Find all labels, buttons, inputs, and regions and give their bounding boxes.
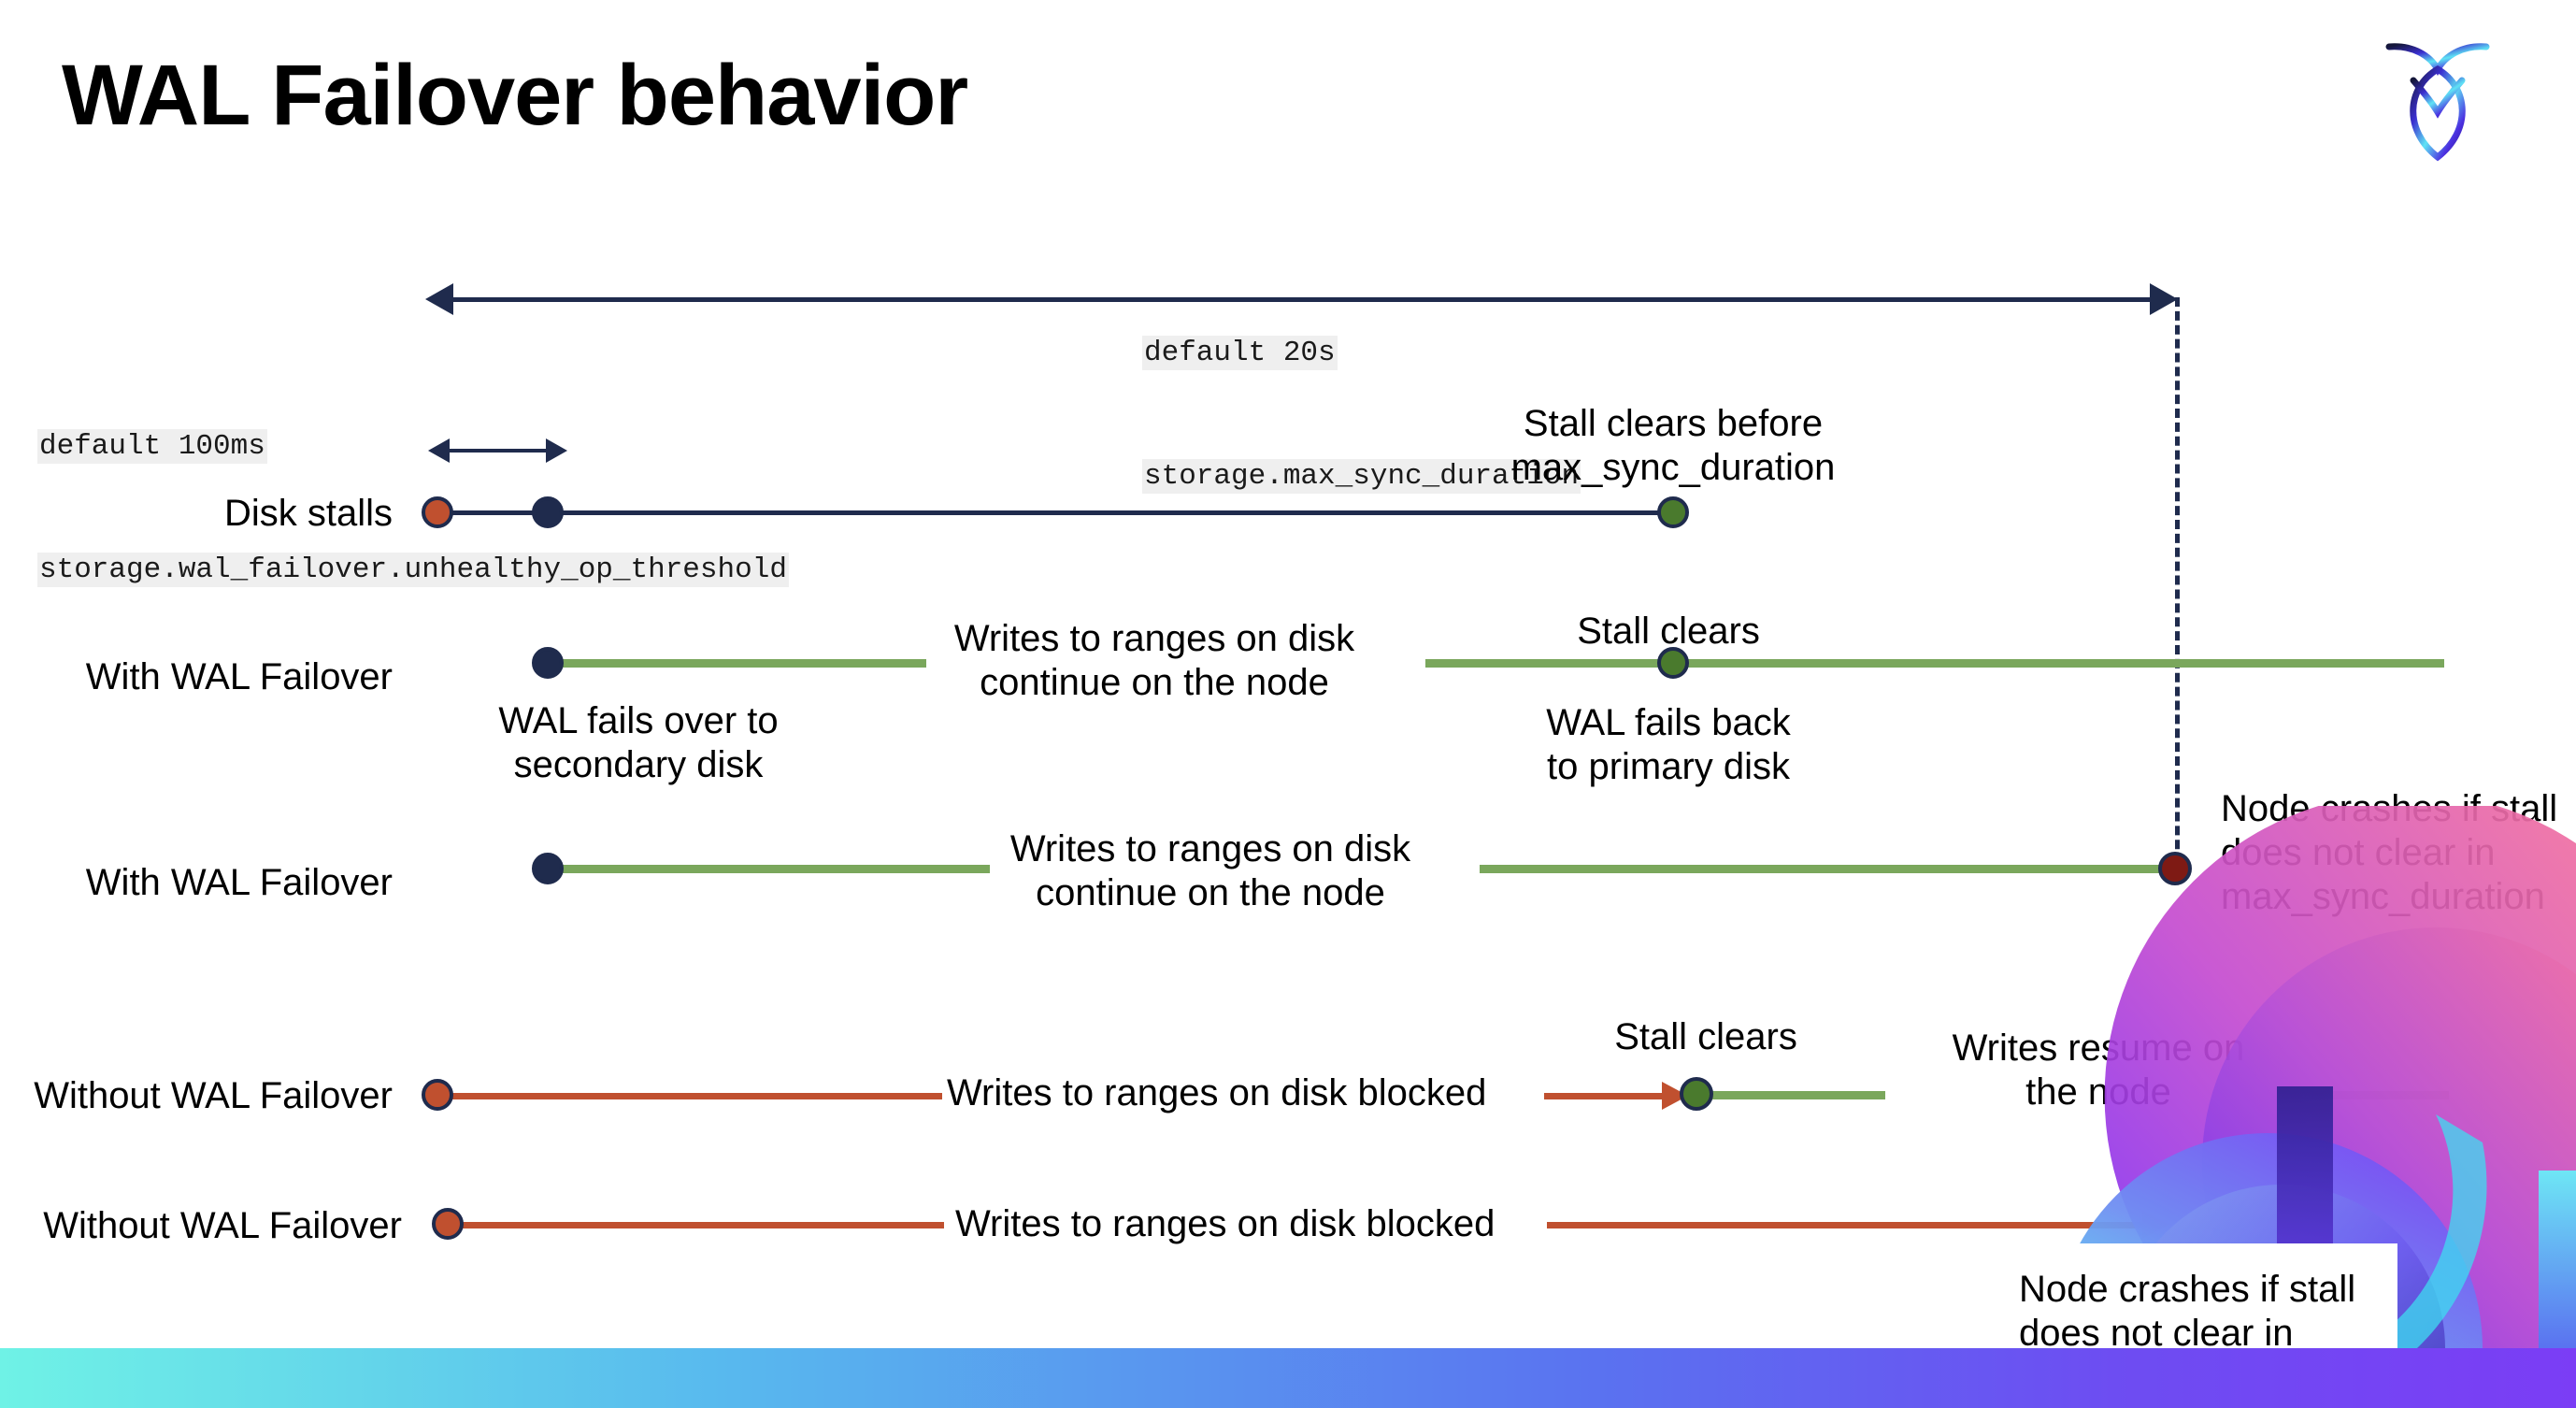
- callout-writes-blocked-2: Writes to ranges on disk blocked: [955, 1203, 1496, 1244]
- unhealthy-op-threshold-right-arrowhead: [546, 438, 567, 463]
- max-sync-duration-right-arrowhead: [2150, 283, 2178, 315]
- without-wal-failover-1-segment-c: [1711, 1091, 1885, 1099]
- without-wal-failover-1-segment-d: [2290, 1091, 2449, 1099]
- row-label-without-wal-failover-1: Without WAL Failover: [34, 1075, 393, 1116]
- without-wal-failover-2-arrowhead: [2142, 1211, 2168, 1239]
- max-sync-duration-left-arrowhead: [425, 283, 453, 315]
- with-wal-failover-1-failover-dot: [532, 647, 564, 679]
- with-wal-failover-1-segment-b: [1425, 659, 2444, 668]
- unhealthy-op-threshold-setting: storage.wal_failover.unhealthy_op_thresh…: [37, 553, 789, 587]
- without-wal-failover-1-start-dot: [422, 1079, 453, 1111]
- disk-stalls-timeline: [438, 510, 1682, 515]
- with-wal-failover-2-segment-a: [548, 865, 990, 873]
- disk-stalls-start-dot: [422, 496, 453, 528]
- callout-writes-resume: Writes resume on the node: [1952, 1027, 2245, 1113]
- row-label-with-wal-failover-2: With WAL Failover: [85, 862, 393, 903]
- annotation-max-sync-duration: default 20s storage.max_sync_duration: [1142, 251, 1581, 580]
- with-wal-failover-1-segment-a: [548, 659, 926, 668]
- row-label-with-wal-failover-1: With WAL Failover: [85, 656, 393, 697]
- unhealthy-op-threshold-default: default 100ms: [37, 429, 267, 464]
- with-wal-failover-1-clear-dot: [1657, 647, 1689, 679]
- without-wal-failover-2-segment-a: [449, 1222, 944, 1228]
- callout-stall-clears-before-max-sync: Stall clears before max_sync_duration: [1510, 403, 1836, 488]
- max-sync-duration-setting: storage.max_sync_duration: [1142, 459, 1581, 494]
- callout-wal-fails-over: WAL fails over to secondary disk: [498, 700, 779, 785]
- bottom-gradient-bar: [0, 1348, 2576, 1408]
- callout-writes-continue-2: Writes to ranges on disk continue on the…: [1009, 828, 1411, 913]
- with-wal-failover-2-crash-dot: [2158, 852, 2192, 885]
- max-sync-duration-dropline: [2175, 297, 2180, 877]
- callout-stall-clears-2: Stall clears: [1614, 1016, 1797, 1057]
- without-wal-failover-1-segment-b: [1544, 1093, 1666, 1099]
- row-label-disk-stalls: Disk stalls: [223, 493, 393, 534]
- callout-stall-clears-1: Stall clears: [1577, 611, 1760, 652]
- callout-writes-continue-1: Writes to ranges on disk continue on the…: [953, 618, 1355, 703]
- row-label-without-wal-failover-2: Without WAL Failover: [43, 1205, 402, 1246]
- page-title: WAL Failover behavior: [62, 48, 968, 143]
- callout-node-crashes-1: Node crashes if stall does not clear in …: [2221, 788, 2558, 917]
- with-wal-failover-2-segment-b: [1480, 865, 2175, 873]
- without-wal-failover-1-segment-a: [438, 1093, 942, 1099]
- max-sync-duration-span-line: [452, 297, 2152, 302]
- with-wal-failover-2-failover-dot: [532, 853, 564, 884]
- callout-writes-blocked-1: Writes to ranges on disk blocked: [947, 1072, 1487, 1113]
- cockroachdb-logo-icon: [2385, 43, 2490, 162]
- annotation-unhealthy-op-threshold: default 100ms storage.wal_failover.unhea…: [37, 344, 789, 673]
- disk-stalls-threshold-dot: [532, 496, 564, 528]
- max-sync-duration-default: default 20s: [1142, 336, 1338, 370]
- disk-stalls-clear-dot: [1657, 496, 1689, 528]
- unhealthy-op-threshold-left-arrowhead: [428, 438, 450, 463]
- without-wal-failover-2-segment-b: [1547, 1222, 2157, 1228]
- without-wal-failover-2-start-dot: [432, 1208, 464, 1240]
- without-wal-failover-1-clear-dot: [1680, 1077, 1713, 1111]
- unhealthy-op-threshold-span-line: [450, 449, 548, 453]
- decorative-notch: [2539, 1171, 2576, 1348]
- callout-wal-fails-back: WAL fails back to primary disk: [1546, 702, 1791, 787]
